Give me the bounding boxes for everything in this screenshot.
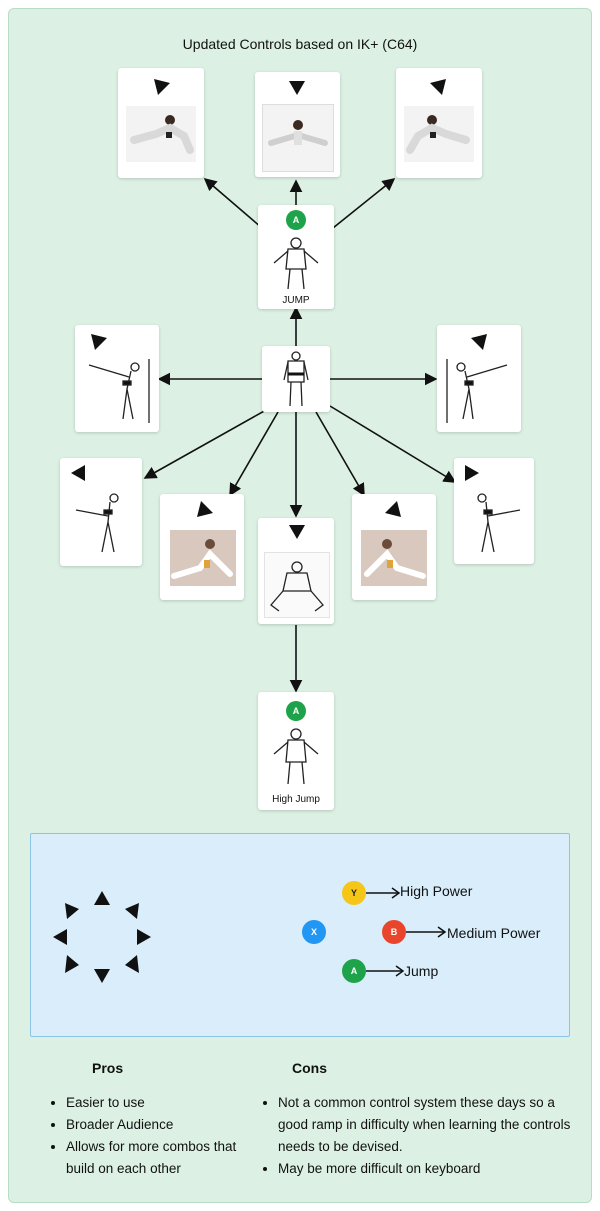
cons-heading: Cons <box>292 1060 327 1076</box>
pros-item: Broader Audience <box>66 1114 266 1136</box>
card-center-stance <box>262 346 330 412</box>
b-button-label: Medium Power <box>447 925 541 941</box>
card-high-jump: A High Jump <box>258 692 334 810</box>
pros-item: Easier to use <box>66 1092 266 1114</box>
neutral-stance-sketch <box>283 351 309 407</box>
up-left-arrow-icon <box>91 334 107 350</box>
card-down-left-crouch <box>160 494 244 600</box>
karate-flying-kick-image <box>126 106 196 162</box>
cons-item: Not a common control system these days s… <box>278 1092 588 1158</box>
y-button-label: High Power <box>400 883 473 899</box>
side-kick-sketch <box>88 359 150 423</box>
controls-legend-panel: Y High Power X B Medium Power A Jump <box>30 833 570 1037</box>
front-kick-sketch <box>75 493 119 553</box>
a-button-badge: A <box>286 210 306 230</box>
arrow-down-right <box>315 411 365 497</box>
arrow-up-left <box>203 177 263 229</box>
card-up-right-kick <box>396 68 482 178</box>
pros-heading: Pros <box>92 1060 124 1076</box>
arrow-down-left-far <box>143 409 267 479</box>
a-button-label: Jump <box>404 963 439 979</box>
down-left-arrow-icon <box>197 501 213 517</box>
high-jump-figure-sketch <box>273 728 319 785</box>
up-left-arrow-icon <box>154 79 170 95</box>
down-right-arrow-icon <box>385 501 401 517</box>
jump-figure-sketch <box>273 237 319 290</box>
cons-list: Not a common control system these days s… <box>260 1092 588 1180</box>
diagram-title: Updated Controls based on IK+ (C64) <box>182 36 418 52</box>
a-button-badge: A <box>286 701 306 721</box>
right-arrow-icon <box>465 465 479 481</box>
x-button: X <box>302 920 326 944</box>
low-split-illustration <box>361 530 427 586</box>
jump-label: JUMP <box>282 295 310 306</box>
karate-flying-kick-image <box>404 106 474 162</box>
left-arrow-icon <box>71 465 85 481</box>
up-arrow-icon <box>289 81 305 95</box>
dpad-eight-direction-icon <box>53 891 151 983</box>
side-kick-sketch <box>446 359 508 423</box>
y-button: Y <box>342 881 366 905</box>
card-down-crouch <box>258 518 334 624</box>
up-right-arrow-icon <box>471 334 487 350</box>
card-right-side-kick <box>437 325 521 432</box>
b-button: B <box>382 920 406 944</box>
card-up-split-jump <box>255 72 340 177</box>
pros-list: Easier to use Broader Audience Allows fo… <box>48 1092 266 1180</box>
karate-split-jump-image <box>262 104 334 172</box>
card-down-right-crouch <box>352 494 436 600</box>
front-kick-sketch <box>477 493 521 553</box>
up-right-arrow-icon <box>430 79 446 95</box>
high-jump-label: High Jump <box>272 794 320 805</box>
card-left-side-kick <box>75 325 159 432</box>
cons-item: May be more difficult on keyboard <box>278 1158 588 1180</box>
pros-item: Allows for more combos that build on eac… <box>66 1136 266 1180</box>
card-right-front-kick <box>454 458 534 564</box>
low-split-illustration <box>170 530 236 586</box>
a-button: A <box>342 959 366 983</box>
card-left-front-kick <box>60 458 142 566</box>
crouch-sketch <box>264 552 330 618</box>
card-jump: A JUMP <box>258 205 334 309</box>
down-arrow-icon <box>289 525 305 539</box>
arrow-down-left <box>229 411 279 497</box>
card-up-left-kick <box>118 68 204 178</box>
arrow-up-right <box>332 177 396 229</box>
arrow-down-right-far <box>329 405 457 483</box>
